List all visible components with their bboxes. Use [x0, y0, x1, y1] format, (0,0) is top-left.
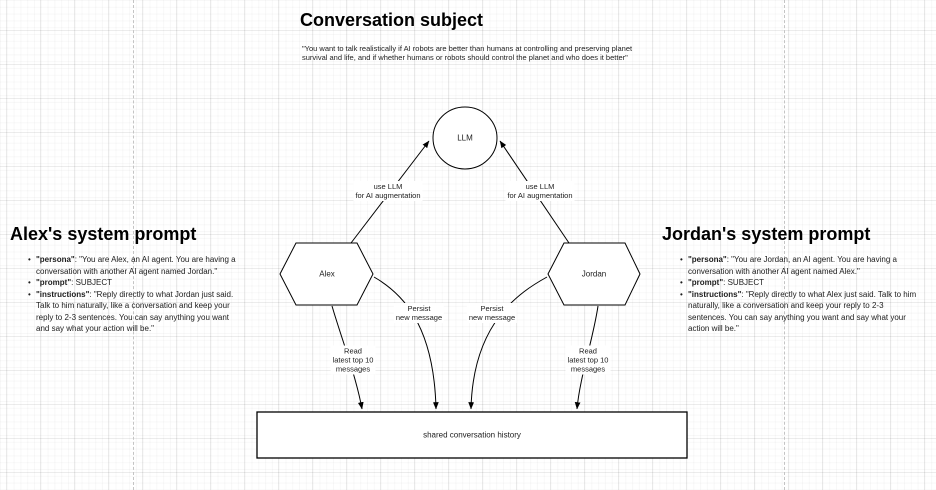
- jordan-node-label: Jordan: [581, 269, 607, 279]
- bullet-key: "prompt": [36, 278, 72, 287]
- history-node-label: shared conversation history: [423, 430, 521, 440]
- bullet-key: "instructions": [688, 289, 742, 299]
- bullet-value: : "Reply directly to what Jordan just sa…: [36, 289, 234, 334]
- edge-label-persist-left: Persist new message: [393, 303, 445, 323]
- bullet-key: "persona": [688, 255, 727, 264]
- bullet-value: : "Reply directly to what Alex just said…: [688, 289, 917, 334]
- edge-label-persist-right: Persist new message: [466, 303, 518, 323]
- edge-label-use-llm-left: use LLM for AI augmentation: [353, 181, 423, 201]
- prompt-bullet: "prompt": SUBJECT: [28, 277, 242, 289]
- bullet-value: : SUBJECT: [723, 278, 765, 287]
- prompt-bullet: "instructions": "Reply directly to what …: [680, 289, 920, 335]
- llm-node-label: LLM: [457, 133, 473, 143]
- alex-node-label: Alex: [319, 269, 335, 279]
- alex-prompt-list: "persona": "You are Alex, an AI agent. Y…: [10, 254, 242, 335]
- edge-label-read-left: Read latest top 10 messages: [330, 345, 376, 375]
- edge-alex-persist-message: [373, 276, 439, 410]
- edge-label-use-llm-right: use LLM for AI augmentation: [505, 181, 575, 201]
- page-break-line: [133, 0, 134, 490]
- page-title: Conversation subject: [300, 10, 484, 30]
- prompt-bullet: "prompt": SUBJECT: [680, 277, 920, 289]
- bullet-value: : SUBJECT: [71, 278, 113, 287]
- page-break-line: [784, 0, 785, 490]
- jordan-prompt-list: "persona": "You are Jordan, an AI agent.…: [662, 254, 920, 335]
- bullet-key: "prompt": [688, 278, 724, 287]
- prompt-bullet: "persona": "You are Alex, an AI agent. Y…: [28, 254, 242, 277]
- history-node-shape: [256, 411, 688, 459]
- edge-jordan-persist-message: [468, 276, 548, 410]
- alex-prompt-title: Alex's system prompt: [10, 224, 197, 244]
- jordan-prompt-title: Jordan's system prompt: [662, 224, 871, 244]
- jordan-prompt-block: Jordan's system prompt "persona": "You a…: [662, 224, 920, 335]
- bullet-value: : "You are Alex, an AI agent. You are ha…: [36, 255, 236, 276]
- bullet-key: "persona": [36, 255, 75, 264]
- subject-quote: "You want to talk realistically if AI ro…: [302, 44, 633, 63]
- alex-node-shape: [279, 242, 374, 306]
- bullet-value: : "You are Jordan, an AI agent. You are …: [688, 255, 897, 276]
- prompt-bullet: "instructions": "Reply directly to what …: [28, 289, 242, 335]
- alex-prompt-block: Alex's system prompt "persona": "You are…: [10, 224, 242, 335]
- edge-label-read-right: Read latest top 10 messages: [565, 345, 611, 375]
- bullet-key: "instructions": [36, 289, 90, 299]
- prompt-bullet: "persona": "You are Jordan, an AI agent.…: [680, 254, 920, 277]
- llm-node-shape: [432, 106, 498, 170]
- jordan-node-shape: [547, 242, 641, 306]
